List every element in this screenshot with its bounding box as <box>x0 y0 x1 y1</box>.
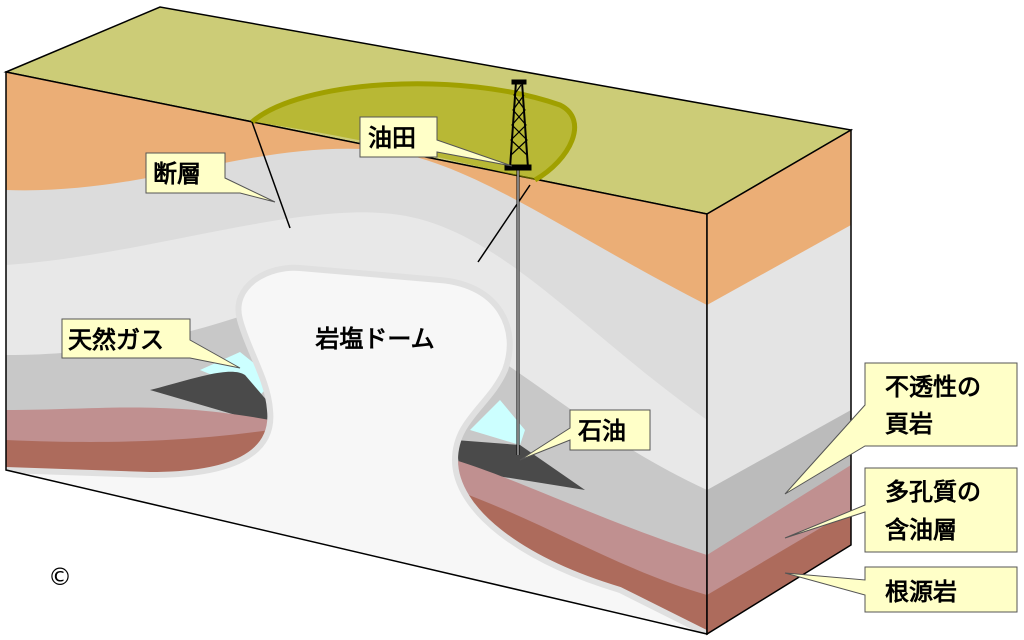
label-shale-1: 不透性の <box>885 373 981 401</box>
label-oil: 石油 <box>577 417 626 445</box>
label-fault: 断層 <box>153 160 201 188</box>
label-natural-gas: 天然ガス <box>68 326 164 354</box>
callout-natural-gas: 天然ガス <box>61 318 241 369</box>
label-reservoir-1: 多孔質の <box>885 478 981 506</box>
callout-shale: 不透性の 頁岩 <box>784 362 1018 495</box>
fault-line-right <box>477 184 531 263</box>
callout-source-rock: 根源岩 <box>784 566 1018 613</box>
fault-line-left <box>251 121 291 229</box>
label-shale-2: 頁岩 <box>885 410 933 438</box>
oil-right <box>455 440 585 490</box>
oil-left <box>150 371 275 425</box>
callout-oil: 石油 <box>519 409 651 461</box>
oil-derrick-icon <box>504 79 532 455</box>
copyright-mark: © <box>48 563 72 591</box>
label-reservoir-2: 含油層 <box>885 516 957 544</box>
gas-right <box>470 400 525 445</box>
label-source-rock: 根源岩 <box>885 578 957 606</box>
label-oil-field: 油田 <box>368 124 416 152</box>
callout-fault: 断層 <box>145 152 276 203</box>
label-salt-dome: 岩塩ドーム <box>314 325 434 353</box>
callout-reservoir: 多孔質の 含油層 <box>784 467 1018 553</box>
callout-oil-field: 油田 <box>359 116 513 167</box>
